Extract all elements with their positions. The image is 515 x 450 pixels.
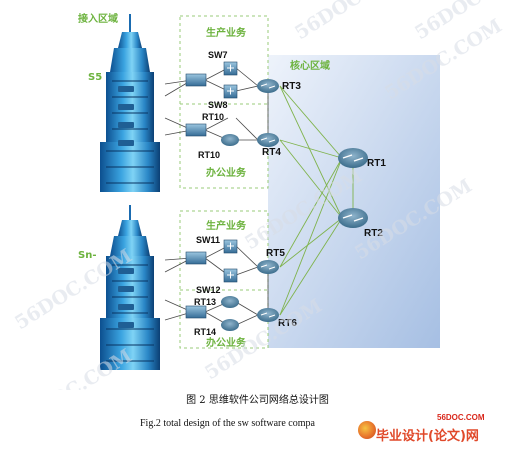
building-top bbox=[100, 14, 160, 192]
brand-name: 毕业设计(论文)网 bbox=[376, 429, 479, 444]
router-rt6 bbox=[257, 308, 279, 322]
watermark-text: 56DOC.COM bbox=[11, 345, 136, 390]
router-rt3 bbox=[257, 79, 279, 93]
router-rt1-label: RT1 bbox=[367, 158, 386, 169]
router-rt1 bbox=[338, 148, 368, 168]
router-rt10-label: RT10 bbox=[198, 150, 220, 160]
caption-english: Fig.2 total design of the sw software co… bbox=[140, 418, 315, 429]
switch-sw7-label: SW7 bbox=[208, 50, 228, 60]
access-switch-s3 bbox=[185, 251, 207, 265]
switch-sw12 bbox=[223, 268, 238, 283]
brand-domain: 56DOC.COM bbox=[437, 413, 485, 422]
brand-logo-icon bbox=[358, 421, 376, 439]
router-rt3-label: RT3 bbox=[282, 81, 301, 92]
production-label-bottom: 生产业务 bbox=[206, 219, 247, 232]
building-bottom bbox=[100, 205, 160, 370]
router-rt4 bbox=[257, 133, 279, 147]
diagram-canvas: 核心区域 接入区域 生产业务 办公业务 生产业务 办公业务 bbox=[11, 0, 515, 390]
watermark-text: 56DOC.COM bbox=[291, 0, 416, 44]
access-zone-label: 接入区域 bbox=[78, 12, 118, 25]
core-zone-label: 核心区域 bbox=[290, 59, 330, 72]
core-zone bbox=[268, 55, 440, 348]
router-rt4-label: RT4 bbox=[262, 147, 281, 158]
access-switch-s2-label: S2 bbox=[181, 138, 192, 148]
core-links bbox=[279, 85, 354, 316]
router-rt5 bbox=[257, 260, 279, 274]
router-rt13 bbox=[221, 296, 239, 308]
office-label-bottom: 办公业务 bbox=[206, 336, 247, 349]
router-rt5-label: RT5 bbox=[266, 248, 285, 259]
access-switch-s4-label: S4 bbox=[181, 320, 192, 330]
router-rt10-upper-label: RT10 bbox=[202, 112, 224, 122]
production-label-top: 生产业务 bbox=[206, 26, 247, 39]
router-rt14 bbox=[221, 319, 239, 331]
caption-chinese: 图 2 思维软件公司网络总设计图 bbox=[186, 395, 329, 406]
office-label-top: 办公业务 bbox=[206, 166, 247, 179]
access-switch-s1-label: S1 bbox=[181, 64, 192, 74]
switch-sw11 bbox=[223, 239, 238, 254]
access-switch-s3-label: S3 bbox=[181, 242, 192, 252]
switch-sw11-label: SW11 bbox=[196, 235, 220, 245]
access-switch-s4 bbox=[185, 305, 207, 319]
router-rt13-label: RT13 bbox=[194, 297, 216, 307]
router-rt6-label: RT6 bbox=[278, 318, 297, 329]
switch-sw7 bbox=[223, 61, 238, 76]
router-rt14-label: RT14 bbox=[194, 327, 216, 337]
access-switch-s1 bbox=[185, 73, 207, 87]
router-rt10 bbox=[221, 134, 239, 146]
router-rt2-label: RT2 bbox=[364, 228, 383, 239]
access-switch-s2 bbox=[185, 123, 207, 137]
switch-sw8-label: SW8 bbox=[208, 100, 228, 110]
switch-sw8 bbox=[223, 84, 238, 99]
building-top-label: S5 bbox=[88, 72, 102, 83]
switch-sw12-label: SW12 bbox=[196, 285, 221, 295]
router-rt2 bbox=[338, 208, 368, 228]
building-bottom-label: Sn- bbox=[78, 250, 96, 261]
